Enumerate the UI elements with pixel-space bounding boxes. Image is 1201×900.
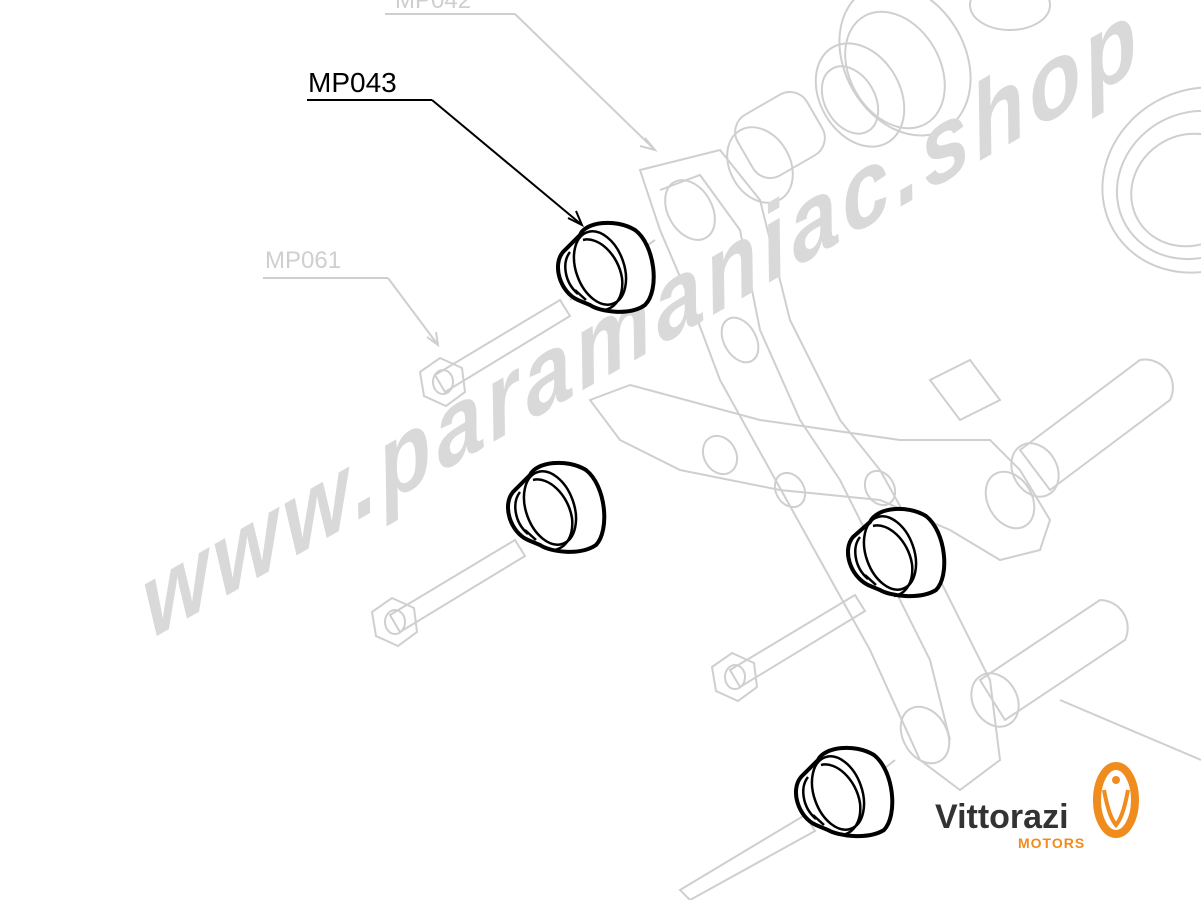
- pulley-washers: [726, 0, 1051, 204]
- bolt-3: [710, 593, 867, 703]
- logo-name: Vittorazi: [935, 798, 1069, 836]
- faded-assembly: [370, 0, 1201, 900]
- watermark-text: www.paramaniac.shop: [134, 0, 1150, 662]
- vittorazi-logo-icon: [1093, 762, 1139, 838]
- bolt-2: [370, 538, 527, 648]
- label-mp043: MP043: [307, 67, 584, 228]
- vittorazi-logo: Vittorazi MOTORS: [935, 762, 1139, 851]
- bushing-3[interactable]: [846, 506, 947, 598]
- label-mp042: MP042: [385, 0, 658, 152]
- spacer-tubes: [928, 358, 1201, 761]
- bushing-4[interactable]: [794, 745, 895, 838]
- bushing-1[interactable]: [556, 220, 656, 314]
- large-ring: [1101, 86, 1201, 274]
- frame-arm: [638, 148, 1002, 792]
- bolt-1: [418, 298, 572, 408]
- bushing-2[interactable]: [506, 460, 607, 554]
- label-mp061-text: MP061: [265, 247, 341, 274]
- bolt-4: [678, 813, 817, 900]
- label-mp042-text: MP042: [395, 0, 471, 14]
- label-mp043-text: MP043: [308, 67, 397, 98]
- label-mp061: MP061: [263, 247, 440, 348]
- logo-sub: MOTORS: [1018, 835, 1085, 851]
- frame-cross: [588, 383, 1052, 562]
